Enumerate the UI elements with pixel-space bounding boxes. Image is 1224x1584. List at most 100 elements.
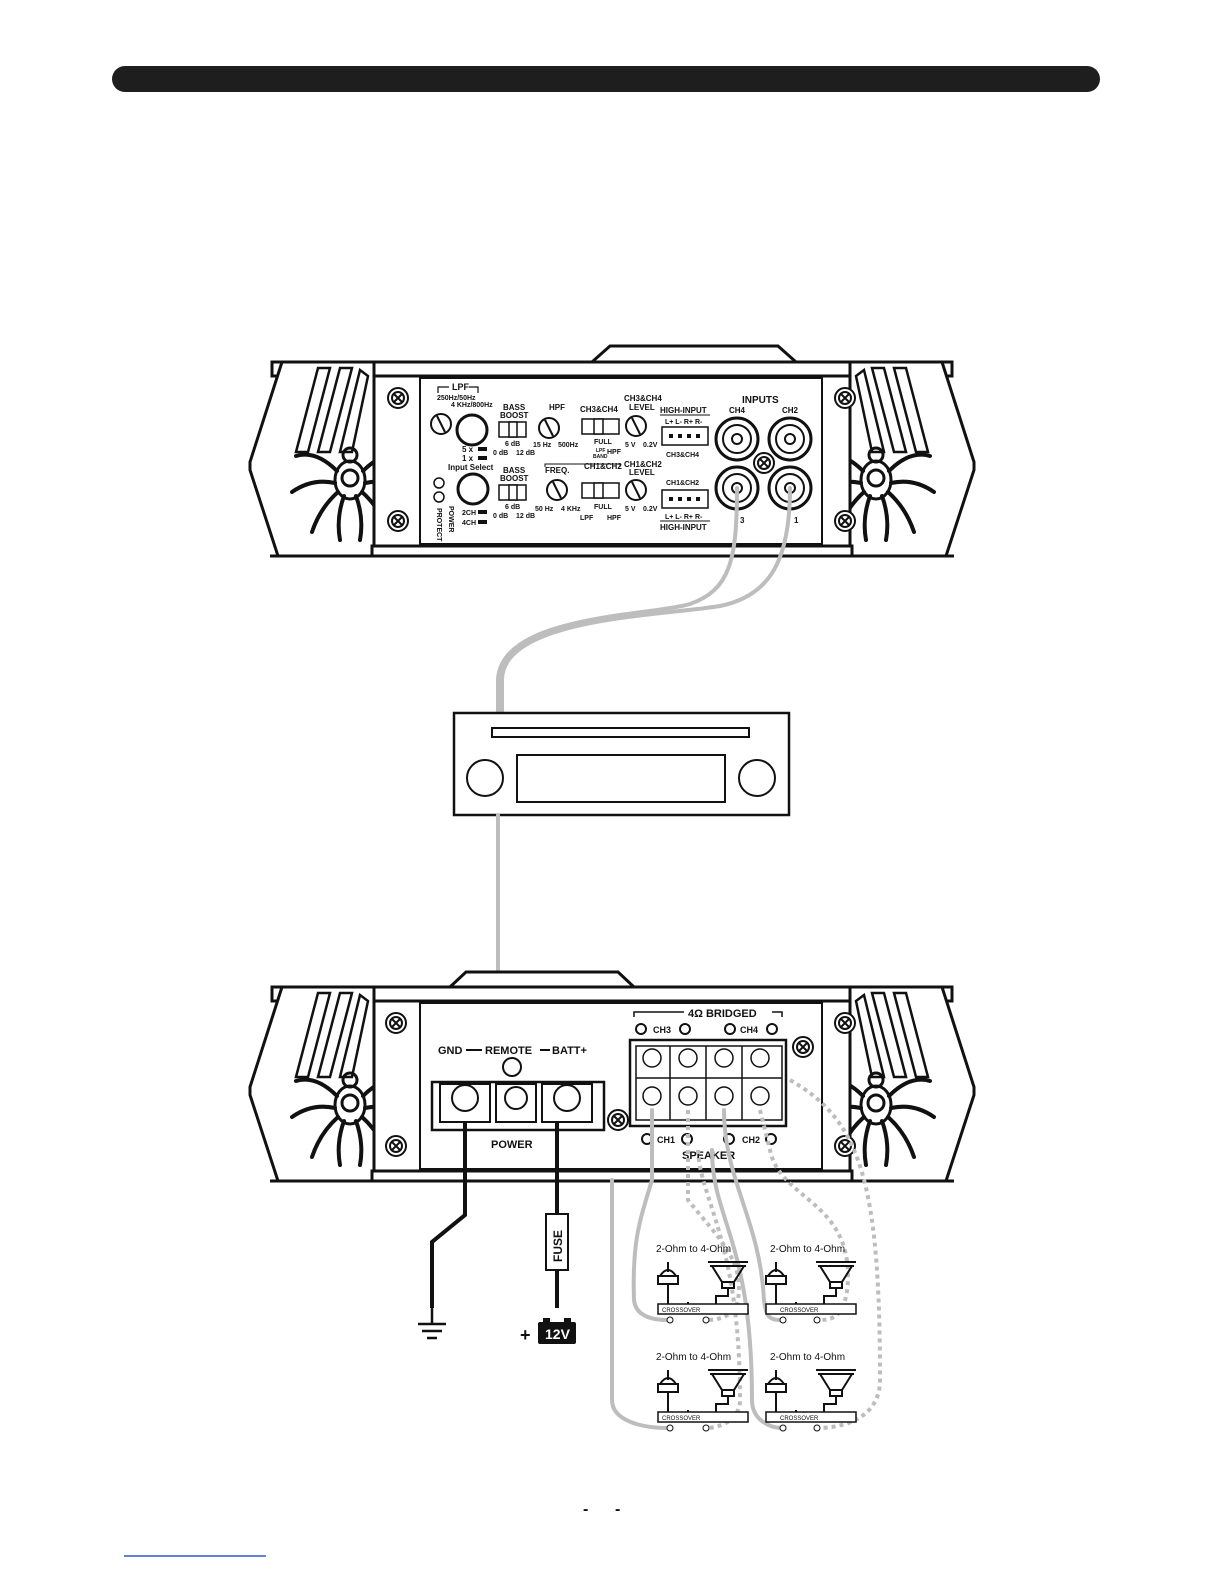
inputs-label: INPUTS: [742, 395, 779, 406]
ch34-filter-label: CH3&CH4: [580, 405, 618, 414]
screw-icon: [387, 387, 409, 409]
ch34-lpf-band-label: LPF: [596, 448, 605, 454]
crossover-label: CROSSOVER: [780, 1308, 819, 1314]
speaker-tweeter-woofer-icon: [657, 1369, 749, 1423]
high-input-pins-2: L+ L- R+ R-: [665, 514, 703, 521]
speaker-impedance-label: 2-Ohm to 4-Ohm: [656, 1352, 731, 1363]
ch3-plus-icon: [679, 1023, 691, 1035]
lpf-freq-label: 4 KHz/800Hz: [451, 402, 493, 409]
lpf-x5-label: 5 x: [462, 445, 474, 454]
high-input-pins: L+ L- R+ R-: [665, 419, 703, 426]
high-input-ch12-label: CH1&CH2: [666, 480, 699, 487]
ch34-level-label: LEVEL: [629, 403, 655, 412]
ch12-level-knob[interactable]: [625, 479, 647, 501]
gnd-label: GND: [438, 1045, 463, 1057]
screw-icon: [753, 452, 775, 474]
hpf-label: HPF: [549, 403, 565, 412]
freq-knob[interactable]: [546, 479, 568, 501]
high-input-label: HIGH-INPUT: [660, 406, 707, 415]
amplifier-control-panel: LPF 250Hz/50Hz 4 KHz/800Hz 5 x 1 x BASS …: [248, 344, 976, 558]
ch34-level-5v: 5 V: [625, 442, 636, 449]
speaker-tweeter-woofer-icon: [657, 1261, 749, 1315]
fuse-label: FUSE: [551, 1230, 565, 1262]
ch1-label: CH1: [657, 1135, 675, 1145]
crossover-label: CROSSOVER: [662, 1308, 701, 1314]
lpf-knob-small[interactable]: [430, 413, 452, 435]
screw-icon: [834, 510, 856, 532]
two-ch-label: 2CH: [462, 510, 476, 517]
ch12-filter-label: CH1&CH2: [584, 462, 622, 471]
speaker-set: 2-Ohm to 4-Ohm CROSSOVER: [656, 1352, 749, 1432]
high-input-terminal-ch34[interactable]: [661, 426, 709, 446]
bass-boost-6db: 6 dB: [505, 441, 520, 448]
ch34-full-label: FULL: [594, 439, 613, 446]
high-input-label-2: HIGH-INPUT: [660, 523, 707, 532]
freq-4khz: 4 KHz: [561, 506, 581, 513]
power-terminal-label: POWER: [491, 1139, 533, 1151]
remote-terminal-screw[interactable]: [504, 1086, 528, 1110]
ch3-minus-icon: [635, 1023, 647, 1035]
hpf-knob[interactable]: [538, 417, 560, 439]
rca-input-ch2[interactable]: [767, 416, 813, 462]
screw-icon: [834, 1135, 856, 1157]
ch2-label: CH2: [742, 1135, 760, 1145]
ground-wire: [430, 1122, 467, 1308]
speaker-impedance-label: 2-Ohm to 4-Ohm: [656, 1244, 731, 1255]
lpf-freq-label: 250Hz/50Hz: [437, 395, 476, 402]
screw-icon: [792, 1036, 814, 1058]
header-bar: [112, 66, 1100, 92]
rca-cable: [496, 486, 739, 714]
head-unit-display: [516, 754, 726, 803]
speaker-set: 2-Ohm to 4-Ohm CROSSOVER: [765, 1352, 857, 1432]
screw-icon: [607, 1109, 629, 1131]
speaker-wires: [610, 1078, 883, 1430]
ch4-input-label: CH4: [729, 406, 746, 415]
lpf-x1-label: 1 x: [462, 454, 474, 463]
fuse: FUSE: [545, 1213, 569, 1271]
bass-boost-2-0db: 0 dB: [493, 513, 508, 520]
ch34-lpf-band-label: BAND: [593, 454, 608, 460]
high-input-terminal-ch12[interactable]: [661, 489, 709, 509]
batt-terminal-screw[interactable]: [553, 1084, 581, 1112]
remote-label: REMOTE: [485, 1045, 532, 1057]
ch12-level-5v: 5 V: [625, 506, 636, 513]
freq-label: FREQ.: [545, 466, 569, 475]
speaker-tweeter-woofer-icon: [765, 1369, 857, 1423]
head-unit-right-knob[interactable]: [738, 759, 776, 797]
freq-50hz: 50 Hz: [535, 506, 554, 513]
ch34-level-label: CH3&CH4: [624, 394, 662, 403]
rca-input-ch4[interactable]: [714, 416, 760, 462]
battery-plus-label: +: [520, 1325, 531, 1345]
four-ch-label: 4CH: [462, 520, 476, 527]
ch1-input-label: 1: [794, 516, 799, 525]
battery-label: 12V: [545, 1326, 571, 1342]
speaker-impedance-label: 2-Ohm to 4-Ohm: [770, 1352, 845, 1363]
speaker-terminal-label: SPEAKER: [682, 1150, 735, 1162]
lpf-knob[interactable]: [455, 413, 489, 447]
rca-cable: [500, 486, 792, 714]
remote-terminal[interactable]: [502, 1057, 522, 1077]
head-unit-left-knob[interactable]: [466, 759, 504, 797]
bass-boost-2-label: BASS: [503, 466, 526, 475]
batt-label: BATT+: [552, 1045, 587, 1057]
bass-boost-2-label: BOOST: [500, 474, 529, 483]
screw-icon: [385, 1135, 407, 1157]
ch2-input-label: CH2: [782, 406, 799, 415]
battery-icon: + 12V: [520, 1318, 576, 1345]
power-led: [433, 477, 445, 489]
speaker-set: 2-Ohm to 4-Ohm CROSSOVER: [656, 1244, 749, 1324]
ch34-level-knob[interactable]: [625, 415, 647, 437]
head-unit: [452, 711, 791, 817]
gnd-terminal-screw[interactable]: [451, 1084, 479, 1112]
bass-boost-2-6db: 6 dB: [505, 504, 520, 511]
input-select-knob[interactable]: [456, 472, 490, 506]
ch12-level-02v: 0.2V: [643, 506, 658, 513]
amplifier-connection-panel: GND REMOTE BATT+ POWER 4Ω BRIDGED CH3 CH…: [248, 970, 976, 1183]
speaker-set: 2-Ohm to 4-Ohm CROSSOVER: [765, 1244, 857, 1324]
bass-boost-12db: 12 dB: [516, 450, 535, 457]
ch12-lpf-label: LPF: [580, 515, 594, 522]
ch12-hpf-label: HPF: [607, 515, 622, 522]
screw-icon: [834, 1012, 856, 1034]
ch3-input-label: 3: [740, 516, 745, 525]
speaker-impedance-label: 2-Ohm to 4-Ohm: [770, 1244, 845, 1255]
